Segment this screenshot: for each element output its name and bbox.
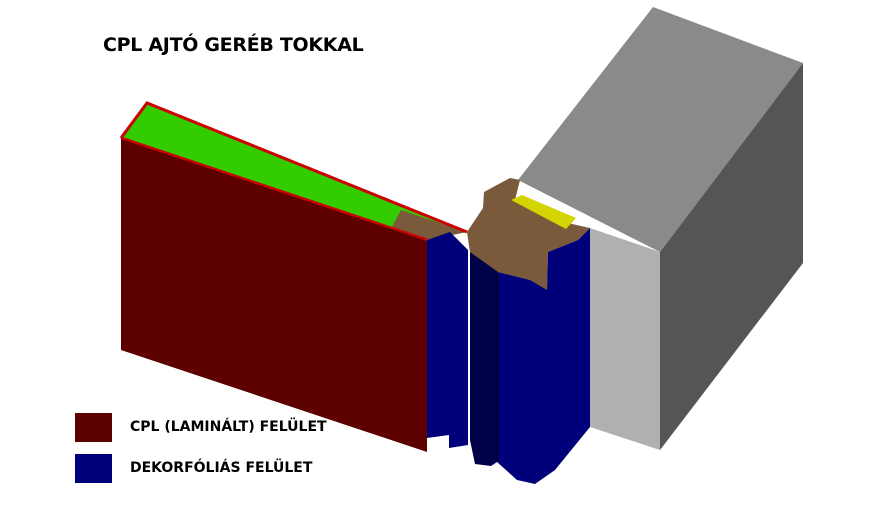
door-top-cpl-edge bbox=[119, 101, 468, 234]
frame-decor-face-mid bbox=[470, 252, 498, 466]
wall-side-face bbox=[660, 63, 803, 450]
diagram-title: CPL AJTÓ GERÉB TOKKAL bbox=[103, 34, 364, 56]
legend-item-decor-foil: DEKORFÓLIÁS FELÜLET bbox=[75, 453, 312, 483]
legend-swatch-decor-foil bbox=[75, 453, 112, 483]
legend-item-cpl: CPL (LAMINÁLT) FELÜLET bbox=[75, 412, 327, 442]
frame-seal bbox=[511, 195, 576, 229]
wall-block bbox=[518, 7, 803, 450]
wall-top-face bbox=[518, 7, 803, 252]
door-leaf bbox=[119, 101, 468, 452]
legend-label-cpl: CPL (LAMINÁLT) FELÜLET bbox=[130, 419, 327, 435]
door-cpl-face bbox=[121, 139, 427, 452]
frame-decor-face-left bbox=[427, 232, 468, 448]
legend-swatch-cpl bbox=[75, 412, 112, 442]
frame-decor-face-right bbox=[497, 228, 590, 484]
frame-top-wood bbox=[467, 178, 590, 290]
legend-label-decor-foil: DEKORFÓLIÁS FELÜLET bbox=[130, 460, 313, 476]
door-top-core bbox=[121, 103, 467, 240]
wall-front-face bbox=[590, 228, 660, 450]
door-front-cpl-edge bbox=[120, 136, 428, 242]
door-frame-profile bbox=[427, 178, 590, 484]
